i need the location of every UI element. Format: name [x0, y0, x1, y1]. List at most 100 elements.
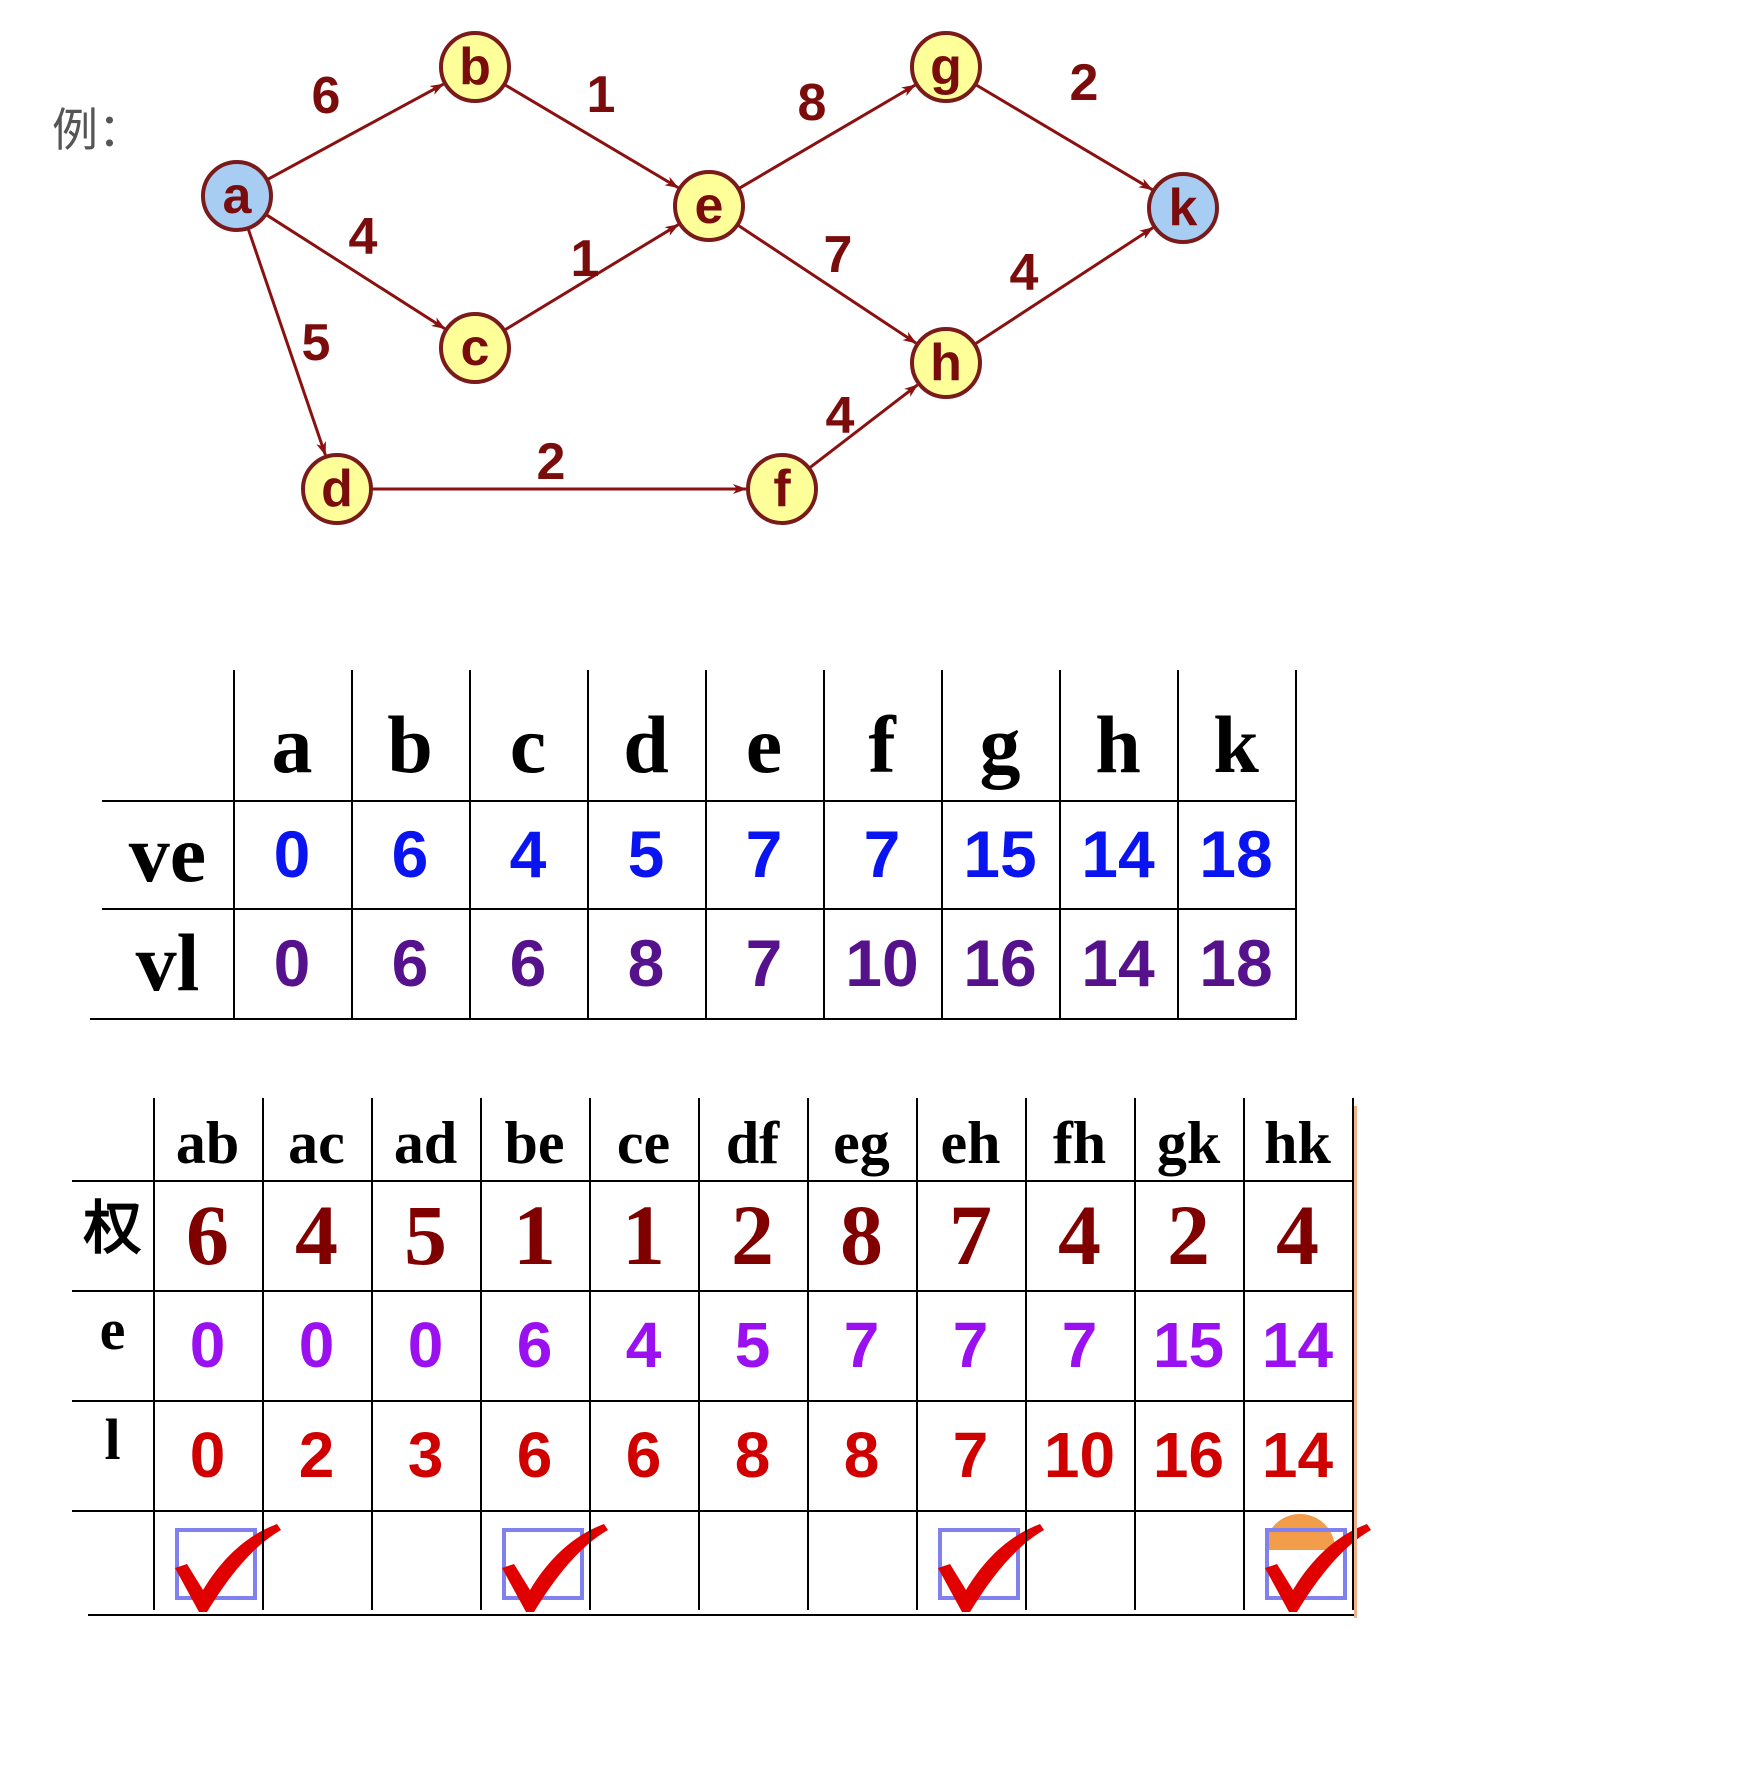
activity-col-divider: [480, 1098, 482, 1610]
node-label-a: a: [223, 167, 253, 225]
row-label-vl: vl: [102, 908, 233, 1018]
e-cell-fh: 7: [1025, 1290, 1134, 1400]
activity-col-header-df: df: [698, 1106, 807, 1180]
edge-weight-ad: 5: [302, 314, 331, 372]
l-cell-hk-text: 14: [1261, 1419, 1334, 1491]
vl-cell-d: 8: [587, 908, 705, 1018]
vertex-col-header-k: k: [1177, 690, 1295, 800]
edge-weight-hk: 4: [1010, 244, 1039, 302]
ve-cell-c: 4: [469, 800, 587, 908]
activity-col-header-be-text: be: [504, 1109, 565, 1176]
ve-cell-a: 0: [233, 800, 351, 908]
e-cell-ce: 4: [589, 1290, 698, 1400]
node-e: e: [673, 170, 745, 242]
activity-col-header-hk: hk: [1243, 1106, 1352, 1180]
e-cell-ab-text: 0: [189, 1309, 226, 1381]
node-circle-h: [910, 327, 982, 399]
weight-cell-be-text: 1: [513, 1187, 556, 1283]
vl-cell-k: 18: [1177, 908, 1295, 1018]
weight-cell-hk: 4: [1243, 1180, 1352, 1290]
row-label-ve-text: ve: [128, 808, 207, 899]
l-cell-hk: 14: [1243, 1400, 1352, 1510]
checkmark-icon: [175, 1524, 281, 1612]
weight-cell-ad-text: 5: [404, 1187, 447, 1283]
e-cell-ad-text: 0: [407, 1309, 444, 1381]
ve-cell-a-text: 0: [273, 817, 311, 891]
e-cell-be-text: 6: [516, 1309, 553, 1381]
ve-cell-b: 6: [351, 800, 469, 908]
checkmark-icon: [938, 1524, 1044, 1612]
activity-col-header-ab-text: ab: [175, 1109, 240, 1176]
ve-cell-g: 15: [941, 800, 1059, 908]
vertex-col-divider: [1295, 670, 1297, 1020]
weight-cell-ab: 6: [153, 1180, 262, 1290]
activity-bottom-line: [88, 1614, 1354, 1616]
activity-col-divider: [1134, 1098, 1136, 1610]
node-circle-a: [201, 160, 273, 232]
vl-cell-c-text: 6: [509, 926, 547, 1000]
l-cell-fh: 10: [1025, 1400, 1134, 1510]
activity-col-header-fh-text: fh: [1052, 1109, 1107, 1176]
vertex-col-divider: [587, 670, 589, 1020]
edges-layer: [246, 82, 1154, 494]
e-cell-eg-text: 7: [843, 1309, 880, 1381]
activity-col-header-eh-text: eh: [940, 1109, 1001, 1176]
activity-row-divider: [72, 1180, 1352, 1182]
e-cell-eh: 7: [916, 1290, 1025, 1400]
vl-cell-e-text: 7: [745, 926, 783, 1000]
ve-cell-h-text: 14: [1081, 817, 1155, 891]
ve-cell-h: 14: [1059, 800, 1177, 908]
l-cell-gk: 16: [1134, 1400, 1243, 1510]
e-cell-df: 5: [698, 1290, 807, 1400]
l-cell-ad-text: 3: [407, 1419, 444, 1491]
activity-col-header-ad-text: ad: [393, 1109, 458, 1176]
activity-col-header-be: be: [480, 1106, 589, 1180]
activity-col-header-eh: eh: [916, 1106, 1025, 1180]
e-cell-df-text: 5: [734, 1309, 771, 1381]
ve-cell-e: 7: [705, 800, 823, 908]
e-cell-ac: 0: [262, 1290, 371, 1400]
activity-col-divider: [371, 1098, 373, 1610]
activity-col-divider: [153, 1098, 155, 1610]
node-f: f: [746, 453, 818, 525]
ve-cell-e-text: 7: [745, 817, 783, 891]
ve-cell-d-text: 5: [627, 817, 665, 891]
vertex-col-header-c: c: [469, 690, 587, 800]
activity-col-header-ce-text: ce: [616, 1109, 671, 1176]
vl-cell-d-text: 8: [627, 926, 665, 1000]
edge-weight-ab: 6: [312, 67, 341, 125]
vertex-bottom-line: [90, 1018, 1297, 1020]
edge-eh: [736, 223, 917, 345]
edge-be: [503, 83, 679, 189]
vl-cell-a: 0: [233, 908, 351, 1018]
vl-cell-k-text: 18: [1199, 926, 1273, 1000]
row-label-weight: 权: [72, 1168, 153, 1278]
l-cell-eg: 8: [807, 1400, 916, 1510]
weight-cell-df-text: 2: [731, 1187, 774, 1283]
row-label-weight-text: 权: [83, 1196, 142, 1261]
node-b: b: [439, 31, 511, 103]
activity-right-edge: [1354, 1106, 1357, 1618]
node-circle-d: [301, 453, 373, 525]
example-label: 例：: [52, 103, 144, 157]
vertex-col-divider: [1059, 670, 1061, 1020]
e-cell-eg: 7: [807, 1290, 916, 1400]
node-label-c: c: [461, 319, 490, 377]
vl-cell-b-text: 6: [391, 926, 429, 1000]
activity-col-divider: [1243, 1098, 1245, 1610]
vl-cell-g: 16: [941, 908, 1059, 1018]
ve-cell-g-text: 15: [963, 817, 1037, 891]
vertex-col-header-h: h: [1059, 690, 1177, 800]
edge-weight-gk: 2: [1070, 54, 1099, 112]
activity-col-header-gk-text: gk: [1156, 1109, 1221, 1176]
node-label-b: b: [459, 38, 491, 96]
activity-col-divider: [262, 1098, 264, 1610]
ve-cell-d: 5: [587, 800, 705, 908]
node-g: g: [910, 31, 982, 103]
vertex-col-header-a-text: a: [271, 699, 313, 790]
edge-weight-fh: 4: [826, 387, 855, 445]
vertex-col-header-f-text: f: [868, 699, 896, 790]
